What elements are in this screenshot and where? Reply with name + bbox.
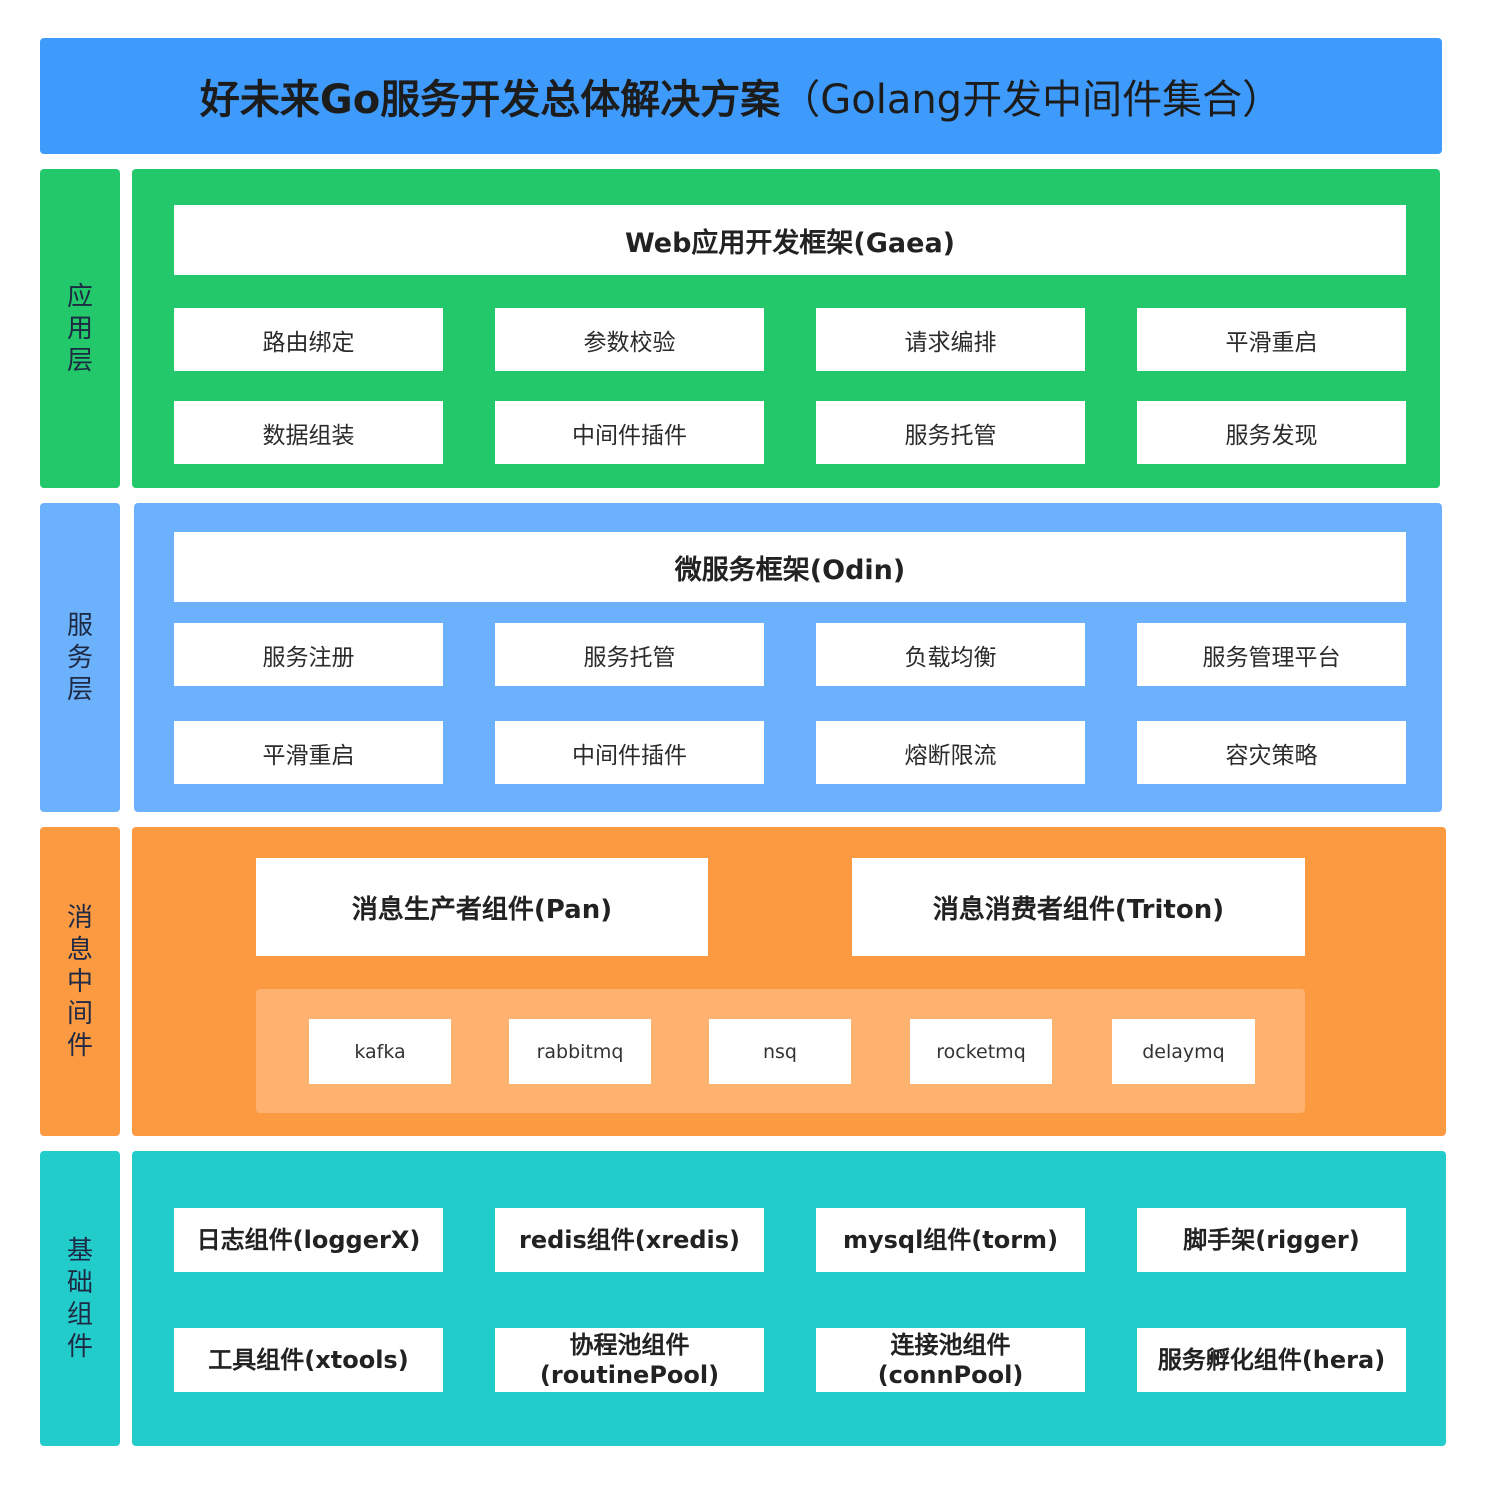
app-framework-box: Web应用开发框架(Gaea) bbox=[174, 205, 1406, 275]
mq-item-rabbitmq: rabbitmq bbox=[509, 1019, 651, 1084]
service-item-registration: 服务注册 bbox=[174, 623, 443, 686]
mq-item-delaymq: delaymq bbox=[1112, 1019, 1255, 1084]
app-item-middleware-plugin: 中间件插件 bbox=[495, 401, 764, 464]
app-item-data-assembly: 数据组装 bbox=[174, 401, 443, 464]
base-item-mysql: mysql组件(torm) bbox=[816, 1208, 1085, 1272]
base-layer-label: 基础组件 bbox=[40, 1151, 120, 1446]
service-item-circuit-breaker: 熔断限流 bbox=[816, 721, 1085, 784]
app-item-param-validation: 参数校验 bbox=[495, 308, 764, 371]
mq-consumer-box: 消息消费者组件(Triton) bbox=[852, 858, 1305, 956]
service-item-middleware-plugin: 中间件插件 bbox=[495, 721, 764, 784]
service-item-load-balancing: 负载均衡 bbox=[816, 623, 1085, 686]
title-sub: （Golang开发中间件集合） bbox=[780, 77, 1283, 123]
service-item-disaster-recovery: 容灾策略 bbox=[1137, 721, 1406, 784]
base-item-tools: 工具组件(xtools) bbox=[174, 1328, 443, 1392]
mq-producer-box: 消息生产者组件(Pan) bbox=[256, 858, 708, 956]
base-item-routine-pool: 协程池组件 (routinePool) bbox=[495, 1328, 764, 1392]
base-item-scaffold: 脚手架(rigger) bbox=[1137, 1208, 1406, 1272]
service-item-hosting: 服务托管 bbox=[495, 623, 764, 686]
app-item-service-discovery: 服务发现 bbox=[1137, 401, 1406, 464]
mq-layer-label: 消息中间件 bbox=[40, 827, 120, 1136]
service-layer-label: 服务层 bbox=[40, 503, 120, 812]
page-title: 好未来Go服务开发总体解决方案 （Golang开发中间件集合） bbox=[40, 38, 1442, 154]
service-item-management-platform: 服务管理平台 bbox=[1137, 623, 1406, 686]
mq-item-nsq: nsq bbox=[709, 1019, 851, 1084]
service-framework-box: 微服务框架(Odin) bbox=[174, 532, 1406, 602]
app-item-graceful-restart: 平滑重启 bbox=[1137, 308, 1406, 371]
mq-item-rocketmq: rocketmq bbox=[910, 1019, 1052, 1084]
base-item-hera: 服务孵化组件(hera) bbox=[1137, 1328, 1406, 1392]
title-main: 好未来Go服务开发总体解决方案 bbox=[199, 77, 781, 123]
app-item-request-orchestration: 请求编排 bbox=[816, 308, 1085, 371]
base-item-redis: redis组件(xredis) bbox=[495, 1208, 764, 1272]
base-item-conn-pool: 连接池组件 (connPool) bbox=[816, 1328, 1085, 1392]
app-item-route-binding: 路由绑定 bbox=[174, 308, 443, 371]
base-layer-panel bbox=[132, 1151, 1446, 1446]
app-layer-label: 应用层 bbox=[40, 169, 120, 488]
mq-item-kafka: kafka bbox=[309, 1019, 451, 1084]
app-item-service-hosting: 服务托管 bbox=[816, 401, 1085, 464]
service-item-graceful-restart: 平滑重启 bbox=[174, 721, 443, 784]
base-item-logger: 日志组件(loggerX) bbox=[174, 1208, 443, 1272]
